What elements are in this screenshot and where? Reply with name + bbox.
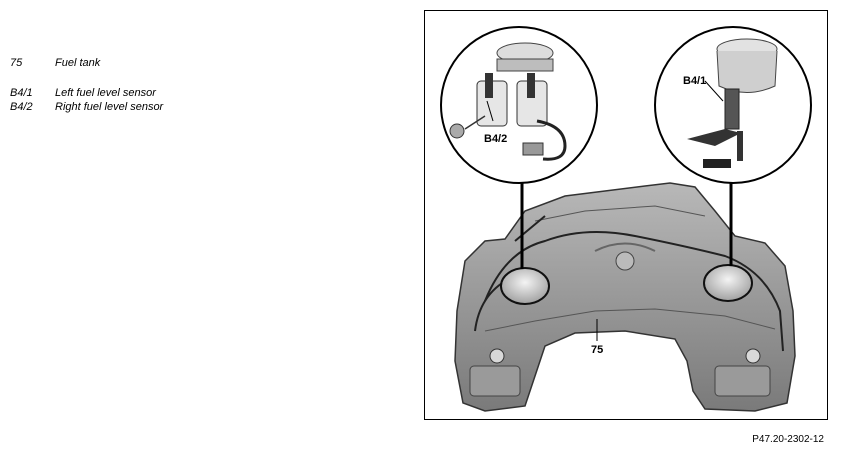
legend-row-left-sensor: B4/1 Left fuel level sensor bbox=[10, 86, 163, 100]
legend-label: Right fuel level sensor bbox=[55, 101, 164, 113]
legend-code: B4/1 bbox=[10, 87, 33, 99]
legend-code: B4/2 bbox=[10, 101, 33, 113]
callout-75: 75 bbox=[591, 344, 604, 356]
legend-code: 75 bbox=[10, 57, 23, 69]
fuel-tank-drawing bbox=[440, 26, 812, 412]
fuel-tank-illustration: B4/2 B4/1 75 bbox=[424, 10, 828, 420]
left-sensor-opening bbox=[500, 267, 550, 305]
callout-b4-1: B4/1 bbox=[683, 75, 707, 87]
legend-row-right-sensor: B4/2 Right fuel level sensor bbox=[10, 100, 163, 114]
legend-label: Fuel tank bbox=[55, 57, 101, 69]
legend: 75 Fuel tank B4/1 Left fuel level sensor… bbox=[10, 56, 163, 114]
legend-label: Left fuel level sensor bbox=[55, 87, 156, 99]
figure-id: P47.20-2302-12 bbox=[752, 434, 824, 445]
legend-row-fuel-tank: 75 Fuel tank bbox=[10, 56, 163, 70]
callout-b4-2: B4/2 bbox=[484, 133, 508, 145]
tank-body bbox=[454, 182, 796, 412]
right-sensor-opening bbox=[703, 264, 753, 302]
